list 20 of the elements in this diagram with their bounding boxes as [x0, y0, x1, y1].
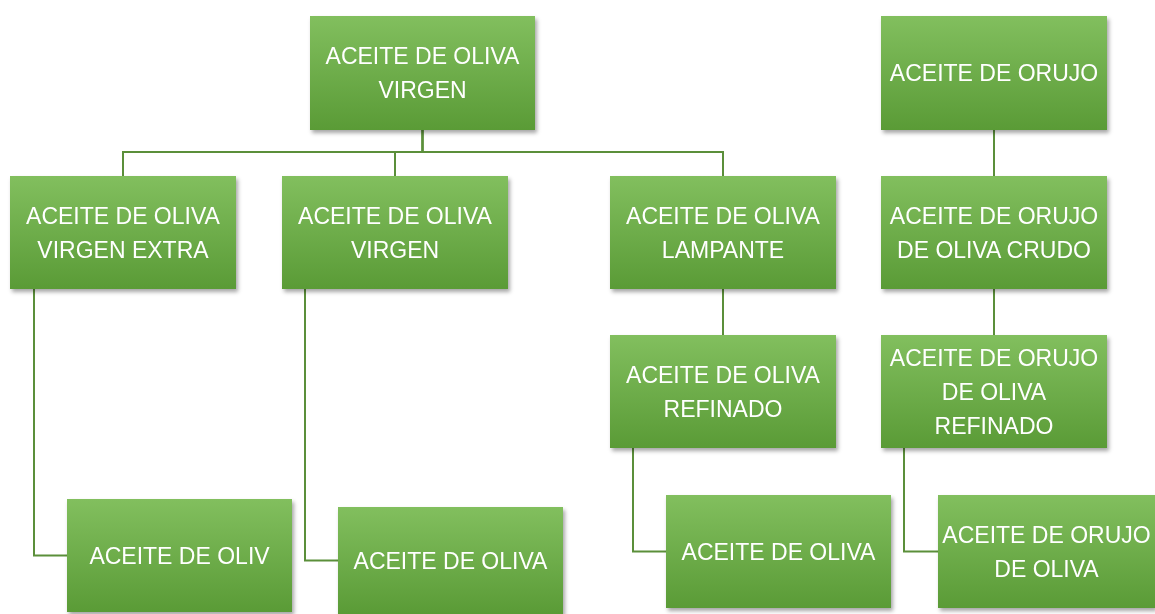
category-box: ACEITE DE ORUJO	[881, 16, 1107, 130]
category-box: ACEITE DE OLIVA	[666, 495, 891, 608]
connector-line	[304, 288, 339, 562]
category-box: ACEITE DE OLIVA VIRGEN	[310, 16, 535, 130]
category-box: ACEITE DE ORUJO DE OLIVA REFINADO	[881, 335, 1107, 448]
connector-line	[993, 129, 995, 177]
connector-line	[903, 447, 939, 553]
connector-line	[33, 288, 68, 557]
category-box: ACEITE DE OLIV	[67, 499, 292, 612]
connector-line	[993, 288, 995, 336]
category-box: ACEITE DE ORUJO DE OLIVA	[938, 495, 1155, 608]
connector-line	[722, 288, 724, 336]
connector-line	[632, 447, 667, 553]
category-box: ACEITE DE OLIVA LAMPANTE	[610, 176, 836, 289]
category-box: ACEITE DE ORUJO DE OLIVA CRUDO	[881, 176, 1107, 289]
connector-line	[421, 129, 724, 177]
category-box: ACEITE DE OLIVA	[338, 507, 563, 614]
category-box: ACEITE DE OLIVA VIRGEN EXTRA	[10, 176, 236, 289]
category-box: ACEITE DE OLIVA REFINADO	[610, 335, 836, 448]
category-box: ACEITE DE OLIVA VIRGEN	[282, 176, 508, 289]
